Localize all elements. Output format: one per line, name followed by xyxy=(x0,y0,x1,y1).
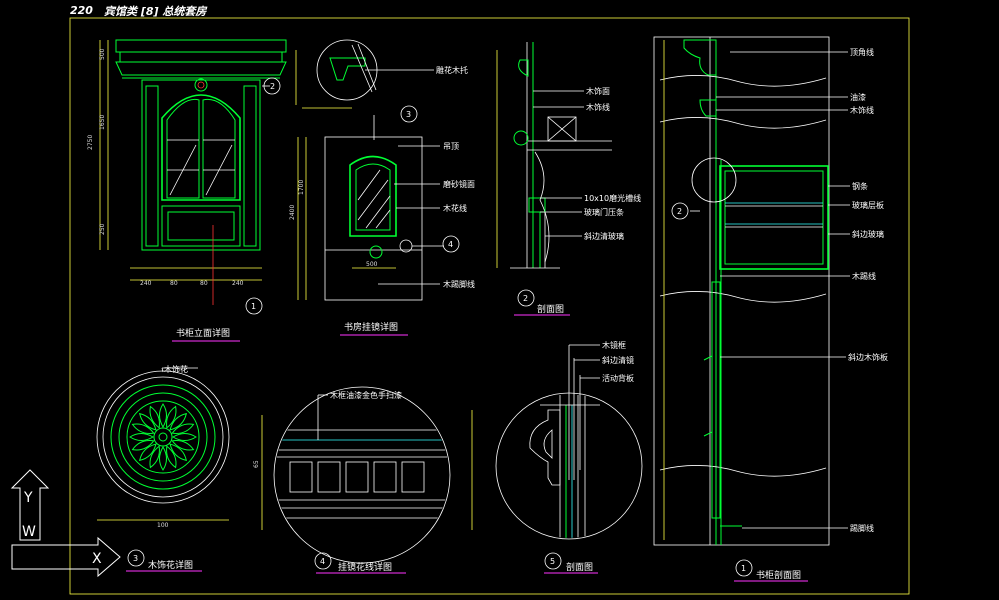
svg-text:250: 250 xyxy=(99,223,106,235)
sheet-number: 220 xyxy=(70,4,93,17)
sheet-border xyxy=(69,17,910,595)
wall-mirror-title: 书房挂镜详图 xyxy=(344,321,398,333)
ucs-w-label: W xyxy=(22,524,36,540)
ucs-icon: Y W X xyxy=(10,469,121,578)
cabinet-elevation-view: 2750 1650 500 250 240 80 80 240 1 2 书柜立面… xyxy=(87,39,287,342)
cabinet-section-title: 书柜剖面图 xyxy=(756,569,801,581)
svg-text:500: 500 xyxy=(99,48,106,60)
callout-wood-flower: 木饰花 xyxy=(164,364,188,374)
svg-text:1650: 1650 xyxy=(99,115,106,130)
mirror-trim-title: 挂镜花线详图 xyxy=(338,561,392,573)
svg-text:240: 240 xyxy=(232,280,244,287)
callout-glass-door: 玻璃门压条 xyxy=(584,207,624,217)
rosette-petal xyxy=(159,446,167,471)
section-2-title: 剖面图 xyxy=(537,303,564,315)
rosette-petal xyxy=(172,433,197,441)
svg-text:2400: 2400 xyxy=(289,205,296,220)
callout-carved-bracket: 雕花木托 xyxy=(436,65,468,75)
callout-wood-frame: 木镜框 xyxy=(602,340,626,350)
svg-text:80: 80 xyxy=(200,280,208,287)
svg-text:65: 65 xyxy=(253,460,260,468)
ucs-x-label: X xyxy=(92,551,102,567)
sheet-title: 宾馆类 [8] 总统套房 xyxy=(104,5,208,18)
svg-text:1: 1 xyxy=(251,302,256,311)
callout-wood-skirting: 木踢脚线 xyxy=(443,279,475,289)
svg-text:4: 4 xyxy=(448,240,453,249)
callout-skirting: 踢脚线 xyxy=(850,523,874,533)
svg-text:2: 2 xyxy=(677,207,682,216)
svg-text:240: 240 xyxy=(140,280,152,287)
rosette-petal xyxy=(131,440,155,451)
svg-text:2: 2 xyxy=(270,82,275,91)
callout-steel-rod: 钢条 xyxy=(852,181,868,191)
section-2-view: 木饰面 木饰线 10x10磨光槽线 玻璃门压条 斜边清玻璃 2 剖面图 xyxy=(496,42,641,316)
rosette-petal xyxy=(169,413,187,431)
callout-bevel-glass: 斜边清玻璃 xyxy=(584,231,624,241)
rosette-petal xyxy=(171,423,195,434)
mirror-width-dim: 500 xyxy=(366,261,378,268)
callout-bevel-glass2: 斜边玻璃 xyxy=(852,229,884,239)
callout-wood-trim: 木花线 xyxy=(443,203,467,213)
rosette-view: 木饰花 100 3 木饰花详图 xyxy=(96,364,230,572)
wall-mirror-view: 雕花木托 3 4 吊顶 磨砂镜面 木花线 木踢脚线 2400 1700 xyxy=(289,39,475,336)
callout-beveled-mirror: 磨砂镜面 xyxy=(443,179,475,189)
svg-text:80: 80 xyxy=(170,280,178,287)
callout-crown: 顶角线 xyxy=(850,47,874,57)
svg-text:1700: 1700 xyxy=(298,180,305,195)
section-5-title: 剖面图 xyxy=(566,561,593,573)
callout-wood-face: 木饰面 xyxy=(586,86,610,96)
callout-bevel-mirror2: 斜边清镜 xyxy=(602,355,634,365)
rosette-ref: 3 xyxy=(133,554,138,563)
section-2-ref: 2 xyxy=(523,294,528,303)
svg-text:3: 3 xyxy=(406,110,411,119)
rosette-petal xyxy=(139,413,157,431)
mirror-trim-view: 木框油漆金色手扫漆 65 4 挂镜花线详图 xyxy=(253,386,451,574)
rosette-petal xyxy=(169,443,187,461)
rosette-petal xyxy=(166,445,177,469)
callout-back-board: 活动背板 xyxy=(602,373,634,383)
callout-glass-groove: 10x10磨光槽线 xyxy=(584,193,641,203)
callout-gold-paint: 木框油漆金色手扫漆 xyxy=(330,390,402,400)
callout-wood-corner: 木踢线 xyxy=(852,271,876,281)
callout-lacquer: 油漆 xyxy=(850,92,866,102)
svg-text:2750: 2750 xyxy=(87,135,94,150)
cabinet-section-view: 2 顶角线 油漆 木饰线 钢条 玻璃层板 斜边玻璃 木踢线 斜边木饰板 踢脚线 … xyxy=(653,36,888,582)
callout-frame: 吊顶 xyxy=(443,142,459,151)
rosette-petal xyxy=(149,405,160,429)
callout-bevel-panel: 斜边木饰板 xyxy=(848,352,888,362)
rosette-petal xyxy=(129,433,154,441)
cabinet-section-ref: 1 xyxy=(741,564,746,573)
rosette-title: 木饰花详图 xyxy=(148,559,193,571)
cabinet-elevation-title: 书柜立面详图 xyxy=(176,327,230,339)
rosette-petal xyxy=(139,443,157,461)
rosette-petal xyxy=(149,445,160,469)
rosette-petal xyxy=(171,440,195,451)
rosette-petal xyxy=(159,403,167,428)
section-5-view: 木镜框 斜边清镜 活动背板 5 剖面图 xyxy=(471,340,643,574)
rosette-petal xyxy=(131,423,155,434)
callout-wood-trim2: 木饰线 xyxy=(586,102,610,112)
section-5-ref: 5 xyxy=(550,557,555,566)
rosette-petal xyxy=(166,405,177,429)
mirror-trim-ref: 4 xyxy=(320,557,325,566)
ucs-y-label: Y xyxy=(23,490,33,506)
callout-glass-shelf: 玻璃层板 xyxy=(852,200,884,210)
rosette-width-dim: 100 xyxy=(157,522,169,529)
callout-wood-line: 木饰线 xyxy=(850,105,874,115)
